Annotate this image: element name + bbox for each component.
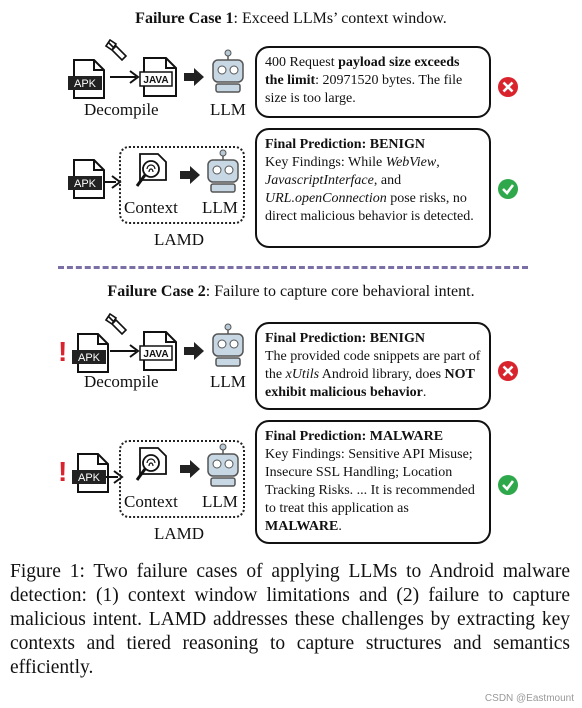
apk-file-icon: APK — [72, 333, 109, 373]
exclaim-icon: ! — [58, 336, 68, 367]
lamd-label: LAMD — [154, 230, 205, 249]
response-box-malware: Final Prediction: MALWARE Key Findings: … — [255, 420, 491, 544]
robot-icon — [212, 323, 244, 367]
robot-icon — [212, 49, 244, 93]
correct-icon — [498, 475, 518, 495]
decompile-label: Decompile — [84, 100, 159, 119]
java-text: JAVA — [143, 75, 168, 86]
llm-label: LLM — [210, 372, 246, 391]
robot-icon — [207, 149, 239, 193]
lamd-label: LAMD — [154, 524, 205, 543]
svg-text:APK: APK — [74, 178, 97, 190]
block-arrow-icon — [180, 460, 200, 478]
arrow-icon — [110, 70, 140, 84]
context-label: Context — [124, 492, 178, 511]
case2-title-rest: : Failure to capture core behavioral int… — [205, 283, 475, 300]
separator — [58, 266, 528, 269]
java-file-icon: JAVA — [139, 331, 177, 371]
arrow-icon — [110, 344, 140, 358]
response-box-benign: Final Prediction: BENIGN The provided co… — [255, 322, 491, 410]
decompile-label: Decompile — [84, 372, 159, 391]
llm-label: LLM — [202, 492, 238, 511]
case2-title: Failure Case 2: Failure to capture core … — [0, 283, 582, 301]
watermark: CSDN @Eastmount — [484, 693, 574, 704]
case2-title-bold: Failure Case 2 — [107, 283, 206, 300]
wrong-icon — [498, 361, 518, 381]
robot-icon — [207, 443, 239, 487]
apk-text: APK — [74, 78, 97, 90]
magnifier-fingerprint-icon — [135, 447, 167, 481]
context-label: Context — [124, 198, 178, 217]
llm-label: LLM — [210, 100, 246, 119]
block-arrow-icon — [180, 166, 200, 184]
case1-title: Failure Case 1: Exceed LLMs’ context win… — [0, 10, 582, 28]
figure-caption: Figure 1: Two failure cases of applying … — [10, 561, 570, 678]
wrong-icon — [498, 77, 518, 97]
exclaim-icon: ! — [58, 456, 68, 487]
lamd-box — [119, 440, 245, 518]
case1-title-bold: Failure Case 1 — [135, 10, 234, 27]
response-box-error: 400 Request payload size exceeds the lim… — [255, 46, 491, 118]
magnifier-fingerprint-icon — [135, 153, 167, 187]
lamd-box — [119, 146, 245, 224]
llm-label: LLM — [202, 198, 238, 217]
block-arrow-icon — [184, 68, 204, 86]
svg-text:APK: APK — [78, 352, 101, 364]
wrench-icon — [104, 312, 128, 336]
java-file-icon: JAVA — [139, 57, 177, 97]
apk-file-icon: APK — [68, 159, 105, 199]
apk-file-icon: APK — [68, 59, 105, 99]
correct-icon — [498, 179, 518, 199]
arrow-icon — [106, 470, 124, 484]
svg-text:APK: APK — [78, 472, 101, 484]
svg-text:JAVA: JAVA — [143, 349, 168, 360]
case1-title-rest: : Exceed LLMs’ context window. — [233, 10, 447, 27]
wrench-icon — [104, 38, 128, 62]
block-arrow-icon — [184, 342, 204, 360]
response-box-benign: Final Prediction: BENIGN Key Findings: W… — [255, 128, 491, 248]
